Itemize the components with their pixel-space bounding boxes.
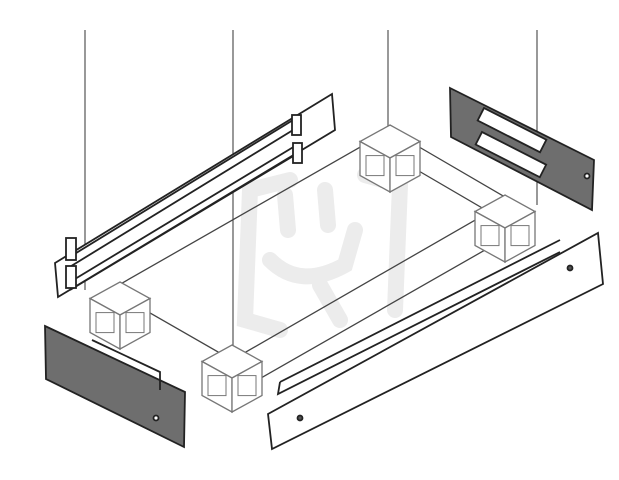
bracket-tab bbox=[65, 237, 77, 261]
corner-cube bbox=[200, 344, 264, 414]
bracket-tab bbox=[292, 142, 303, 164]
corner-cubes bbox=[88, 124, 537, 414]
watermark-logo bbox=[236, 167, 409, 338]
front-right-panel bbox=[267, 231, 604, 451]
back-left-panel bbox=[54, 92, 336, 299]
front-left-panel bbox=[44, 324, 186, 449]
corner-cube bbox=[88, 281, 152, 351]
corner-cube bbox=[473, 194, 537, 264]
bracket-tab bbox=[65, 265, 77, 289]
bracket-tab bbox=[291, 114, 302, 136]
corner-cube bbox=[358, 124, 422, 194]
back-right-panel bbox=[449, 86, 595, 212]
